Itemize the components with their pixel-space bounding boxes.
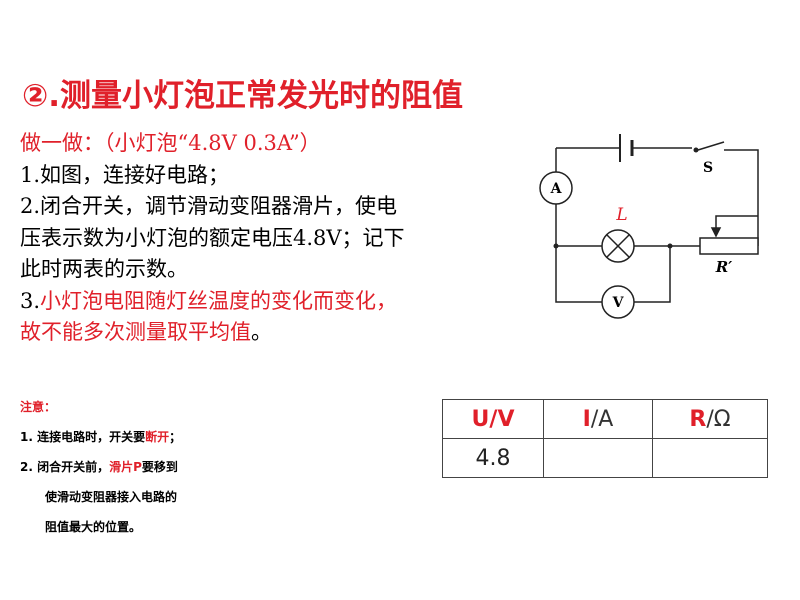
- note-1-text: 1. 连接电路时，开关要: [20, 430, 146, 444]
- voltmeter-label: V: [612, 295, 625, 311]
- wire-top-right: [724, 149, 759, 156]
- cell-current: [543, 438, 653, 478]
- step-3-text-1: 小灯泡电阻随灯丝温度的变化而变化，: [40, 288, 398, 313]
- note-2-highlight: 滑片P: [109, 460, 142, 474]
- page-title: ②.测量小灯泡正常发光时的阻值: [22, 78, 464, 114]
- notes: 注意： 1. 连接电路时，开关要断开； 2. 闭合开关前，滑片P要移到 使滑动变…: [20, 392, 181, 542]
- wire-left-lower: [555, 204, 602, 303]
- junction-left: [553, 243, 559, 249]
- note-2-suffix: 要移到: [141, 460, 178, 474]
- note-2: 2. 闭合开关前，滑片P要移到: [20, 452, 181, 482]
- rheostat-label: R′: [715, 258, 732, 276]
- instructions-heading: 做一做：（小灯泡“4.8V 0.3A”）: [20, 131, 321, 155]
- lamp-cross-2: [606, 234, 630, 258]
- header-resistance-unit: /Ω: [706, 406, 731, 432]
- step-2-line-2: 压表示数为小灯泡的额定电压4.8V；记下: [20, 225, 405, 250]
- slider-arrow: [710, 227, 722, 238]
- step-2-line-3: 此时两表的示数。: [20, 257, 188, 281]
- notes-heading: 注意：: [20, 400, 57, 414]
- junction-right: [667, 243, 673, 249]
- note-2-line-2: 使滑动变阻器接入电路的: [45, 490, 178, 504]
- step-3-text-2: 故不能多次测量取平均值: [20, 320, 251, 344]
- step-2-line-1: 2.闭合开关，调节滑动变阻器滑片，使电: [20, 194, 398, 218]
- note-1-highlight: 断开: [145, 430, 170, 444]
- step-3-number: 3.: [20, 288, 41, 313]
- note-2-line-3: 阻值最大的位置。: [45, 520, 142, 534]
- cell-voltage: 4.8: [442, 438, 544, 478]
- table-header-row: U/V I/A R/Ω: [442, 399, 768, 439]
- instructions: 做一做：（小灯泡“4.8V 0.3A”） 1.如图，连接好电路； 2.闭合开关，…: [20, 128, 520, 349]
- header-current-unit: /A: [590, 406, 614, 432]
- switch-blade: [697, 141, 725, 151]
- cell-resistance: [652, 438, 768, 478]
- step-3-end: 。: [251, 320, 272, 344]
- header-resistance-symbol: R: [689, 406, 707, 432]
- note-2-text: 2. 闭合开关前，: [20, 460, 110, 474]
- voltmeter-icon: [601, 285, 635, 319]
- note-1-suffix: ；: [169, 430, 182, 444]
- measurement-table: U/V I/A R/Ω 4.8: [442, 399, 768, 478]
- ammeter-icon: [539, 171, 573, 205]
- table-row: 4.8: [442, 438, 768, 478]
- rheostat-icon: [699, 237, 759, 255]
- circuit-diagram: A L V R′ S: [539, 134, 759, 319]
- header-voltage-unit: /V: [489, 406, 515, 432]
- wire-voltmeter-right: [634, 246, 671, 303]
- measurement-table-wrap: U/V I/A R/Ω 4.8: [442, 399, 768, 478]
- step-3-line-1: 3.小灯泡电阻随灯丝温度的变化而变化，: [20, 286, 520, 318]
- switch-label: S: [703, 160, 713, 176]
- header-current: I/A: [543, 399, 653, 439]
- header-voltage-symbol: U: [471, 406, 490, 432]
- lamp-label: L: [615, 205, 627, 225]
- rheostat-slider: [715, 215, 758, 232]
- ammeter-label: A: [550, 181, 563, 197]
- note-1: 1. 连接电路时，开关要断开；: [20, 422, 181, 452]
- header-voltage: U/V: [442, 399, 544, 439]
- header-current-symbol: I: [582, 406, 591, 432]
- step-1: 1.如图，连接好电路；: [20, 162, 230, 187]
- step-3-line-2: 故不能多次测量取平均值。: [20, 317, 520, 349]
- switch-contact: [693, 147, 699, 153]
- header-resistance: R/Ω: [652, 399, 768, 439]
